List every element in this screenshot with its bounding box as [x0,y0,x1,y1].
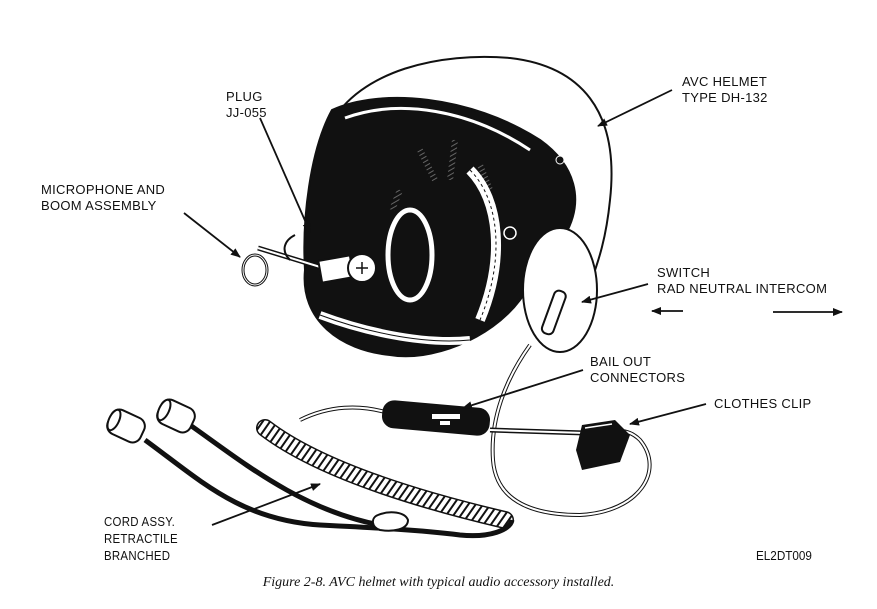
figure-id: EL2DT009 [756,548,812,563]
microphone-label: MICROPHONE AND BOOM ASSEMBLY [41,182,165,214]
plug-label-line-1: PLUG [226,89,263,104]
microphone-boom [241,234,377,287]
clothes-clip-label-line-1: CLOTHES CLIP [714,396,812,411]
audio-plug-1 [106,408,146,444]
switch-leader [581,283,649,304]
cord-label-line-1: CORD ASSY. [104,514,176,529]
clothes-clip-leader [629,403,707,426]
plug-leader [259,117,311,233]
cord-label-line-3: BRANCHED [104,548,171,563]
bail-out-label: BAIL OUT CONNECTORS [590,354,685,386]
cord-leader [211,483,321,526]
helmet-label: AVC HELMET TYPE DH-132 [682,74,768,106]
ear-cup-right [522,227,598,353]
ear-cup-left [385,207,435,303]
bail-out-leader [462,369,584,410]
microphone-label-line-1: MICROPHONE AND [41,182,166,197]
bail-out-label-line-1: BAIL OUT [590,354,652,369]
retractile-coil-cord [256,419,514,529]
switch-label-line-1: SWITCH [657,265,711,280]
bail-out-connector [299,400,586,436]
clothes-clip-label: CLOTHES CLIP [714,396,812,412]
cord-label-line-2: RETRACTILE [104,531,178,546]
branched-cords [143,422,515,539]
audio-plug-2 [156,398,196,434]
helmet-liner [303,96,577,358]
switch-label: SWITCH RAD NEUTRAL INTERCOM [657,265,827,297]
figure-caption: Figure 2-8. AVC helmet with typical audi… [262,575,615,590]
helmet-cord [490,343,652,518]
plug-label: PLUG JJ-055 [226,89,267,121]
helmet-label-line-1: AVC HELMET [682,74,768,89]
helmet-leader [597,89,673,127]
cord-label: CORD ASSY. RETRACTILE BRANCHED [104,513,178,564]
plug-label-line-2: JJ-055 [226,105,267,120]
microphone-label-line-2: BOOM ASSEMBLY [41,198,157,213]
helmet-label-line-2: TYPE DH-132 [682,90,768,105]
switch-label-line-2: RAD NEUTRAL INTERCOM [657,281,828,296]
bail-out-label-line-2: CONNECTORS [590,370,686,385]
microphone-leader [183,212,241,258]
clothes-clip [576,420,630,470]
